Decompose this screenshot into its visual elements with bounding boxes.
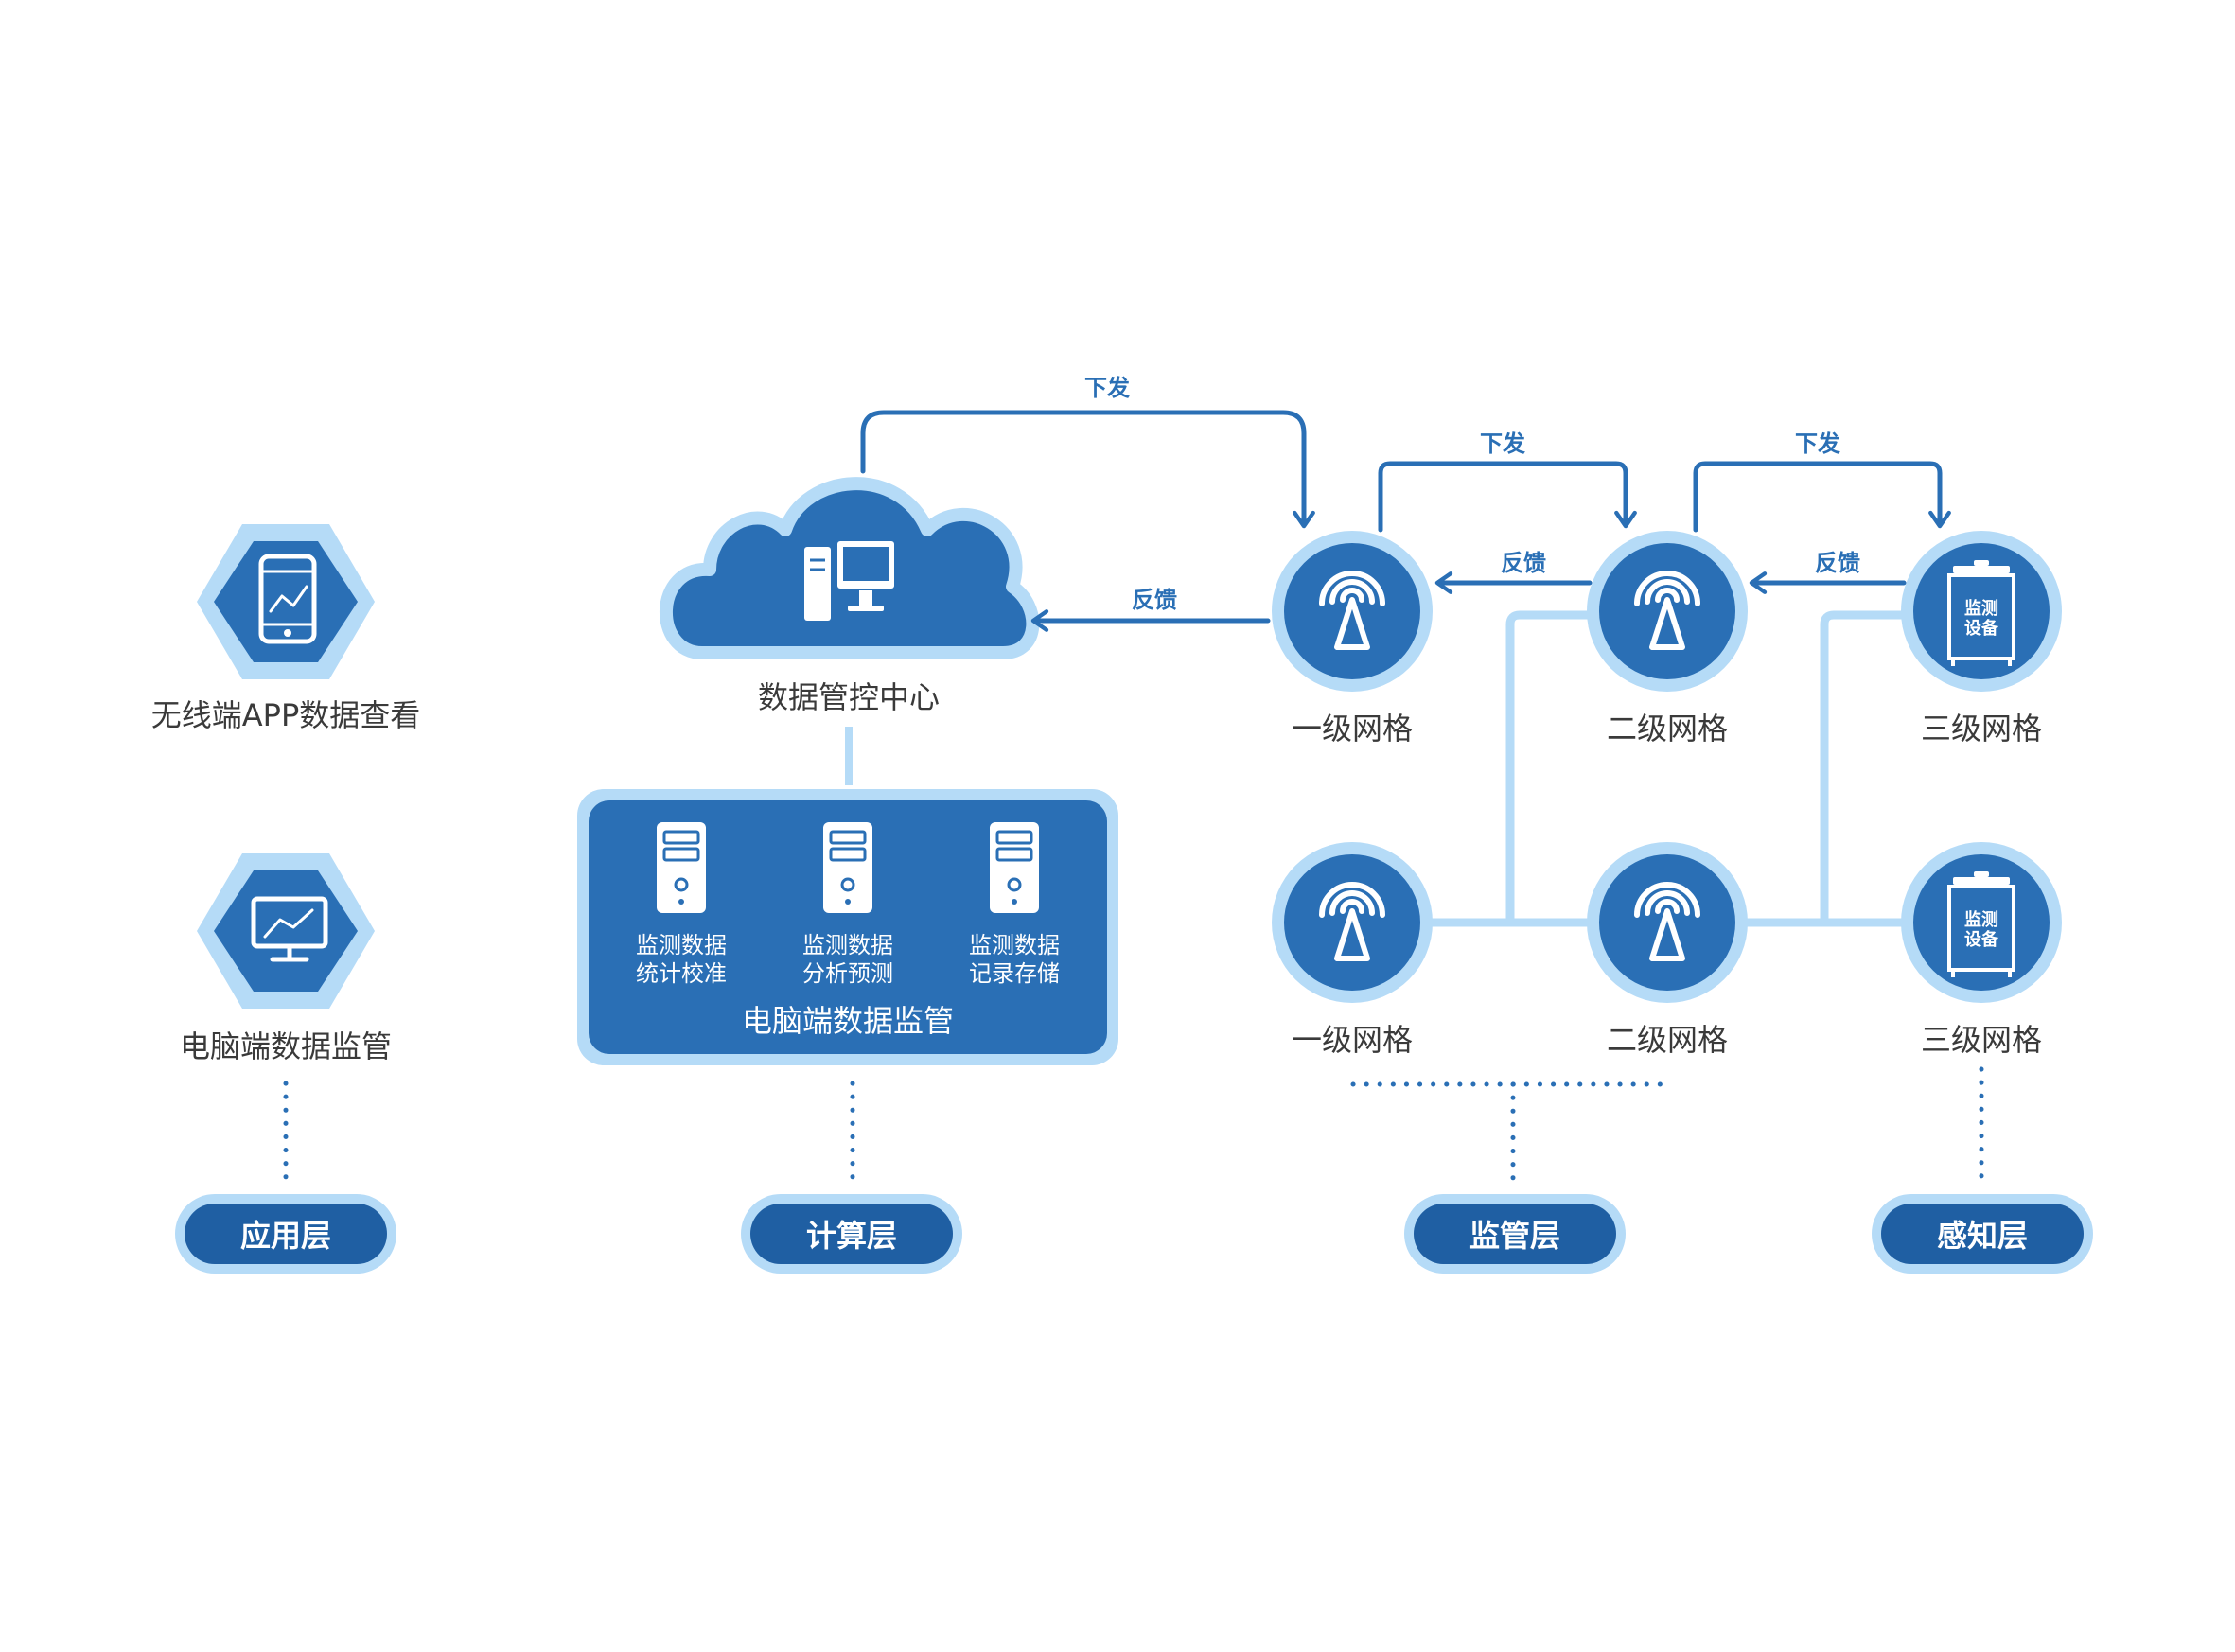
- dispatch-label-1: 下发: [1084, 375, 1130, 401]
- dispatch-arrow-grid2-to-grid3: [1693, 461, 1951, 533]
- server-3-line2: 记录存储: [969, 960, 1060, 987]
- monitoring-device-icon: [1947, 871, 2015, 977]
- computer-icon: [804, 541, 894, 621]
- grid-node-level2-bottom: [1587, 842, 1748, 1003]
- server-2: [821, 820, 874, 915]
- phone-app-node: [197, 524, 375, 679]
- monitoring-device-icon: [1947, 560, 2015, 666]
- server-1-line1: 监测数据: [636, 932, 727, 958]
- pc-monitor-label: 电脑端数据监管: [180, 1028, 392, 1064]
- device-text-bottom-1: 监测: [1964, 909, 1998, 930]
- dispatch-label-3: 下发: [1795, 431, 1840, 457]
- dispatch-label-2: 下发: [1480, 431, 1525, 457]
- grid-node-level3-top: [1901, 531, 2062, 692]
- wireless-app-label: 无线端APP数据查看: [151, 697, 421, 733]
- supervision-layer-label: 监管层: [1469, 1218, 1560, 1254]
- device-text-top-1: 监测: [1964, 598, 1998, 619]
- pc-supervision-panel: [577, 789, 1118, 1065]
- grid-connectors: [1429, 610, 1904, 927]
- server-3-line1: 监测数据: [969, 932, 1060, 958]
- compute-layer-label: 计算层: [806, 1218, 897, 1254]
- server-2-line1: 监测数据: [802, 932, 893, 958]
- supervision-layer-pill: [1404, 1194, 1626, 1274]
- compute-layer-pill: [741, 1194, 962, 1274]
- application-layer-label: 应用层: [240, 1218, 331, 1254]
- phone-chart-icon: [258, 554, 317, 644]
- perception-layer-pill: [1872, 1194, 2093, 1274]
- panel-title: 电脑端数据监管: [742, 1003, 954, 1039]
- server-1: [655, 820, 708, 915]
- grid-top-label-3: 三级网格: [1921, 711, 2042, 747]
- feedback-label-1: 反馈: [1132, 587, 1177, 613]
- cloud-label: 数据管控中心: [758, 679, 940, 715]
- grid-top-label-1: 一级网格: [1292, 711, 1413, 747]
- grid-node-level2-top: [1587, 531, 1748, 692]
- application-layer-pill: [175, 1194, 396, 1274]
- grid-node-level1-top: [1272, 531, 1433, 692]
- grid-node-level3-bottom: [1901, 842, 2062, 1003]
- grid-top-label-2: 二级网格: [1607, 711, 1728, 747]
- feedback-label-3: 反馈: [1815, 550, 1860, 576]
- device-text-top-2: 设备: [1964, 618, 1999, 639]
- server-3: [988, 820, 1041, 915]
- grid-bottom-label-1: 一级网格: [1292, 1022, 1413, 1058]
- feedback-label-2: 反馈: [1501, 550, 1546, 576]
- monitor-chart-icon: [251, 896, 328, 962]
- data-control-center-cloud: [659, 477, 1040, 659]
- server-2-line2: 分析预测: [802, 960, 893, 987]
- supervision-connector: [1350, 1081, 1673, 1190]
- device-text-bottom-2: 设备: [1964, 929, 1999, 950]
- perception-layer-label: 感知层: [1937, 1218, 2028, 1254]
- dispatch-arrow-cloud-to-grid1: [860, 410, 1315, 529]
- dispatch-arrow-grid1-to-grid2: [1378, 461, 1637, 533]
- pc-monitor-node: [197, 853, 375, 1009]
- grid-node-level1-bottom: [1272, 842, 1433, 1003]
- grid-bottom-label-2: 二级网格: [1607, 1022, 1728, 1058]
- grid-bottom-label-3: 三级网格: [1921, 1022, 2042, 1058]
- server-1-line2: 统计校准: [636, 960, 727, 987]
